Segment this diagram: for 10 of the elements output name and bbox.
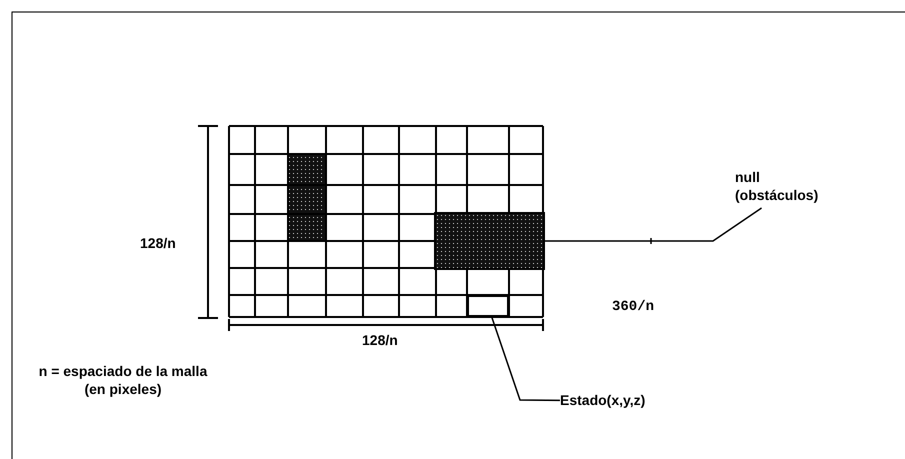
dimension-label: 360/n [612,298,654,316]
callout-text: Estado(x,y,z) [560,392,646,408]
note-text: n = espaciado de la malla (en pixeles) [38,362,208,398]
callout-text: null (obstáculos) [735,169,818,203]
leader-line [542,207,762,245]
leader-line [491,316,560,402]
grid-cell [467,295,509,317]
obstacle-block [436,214,543,268]
dimension-label: 128/n [362,331,398,349]
dimension-label: 128/n [140,234,176,252]
